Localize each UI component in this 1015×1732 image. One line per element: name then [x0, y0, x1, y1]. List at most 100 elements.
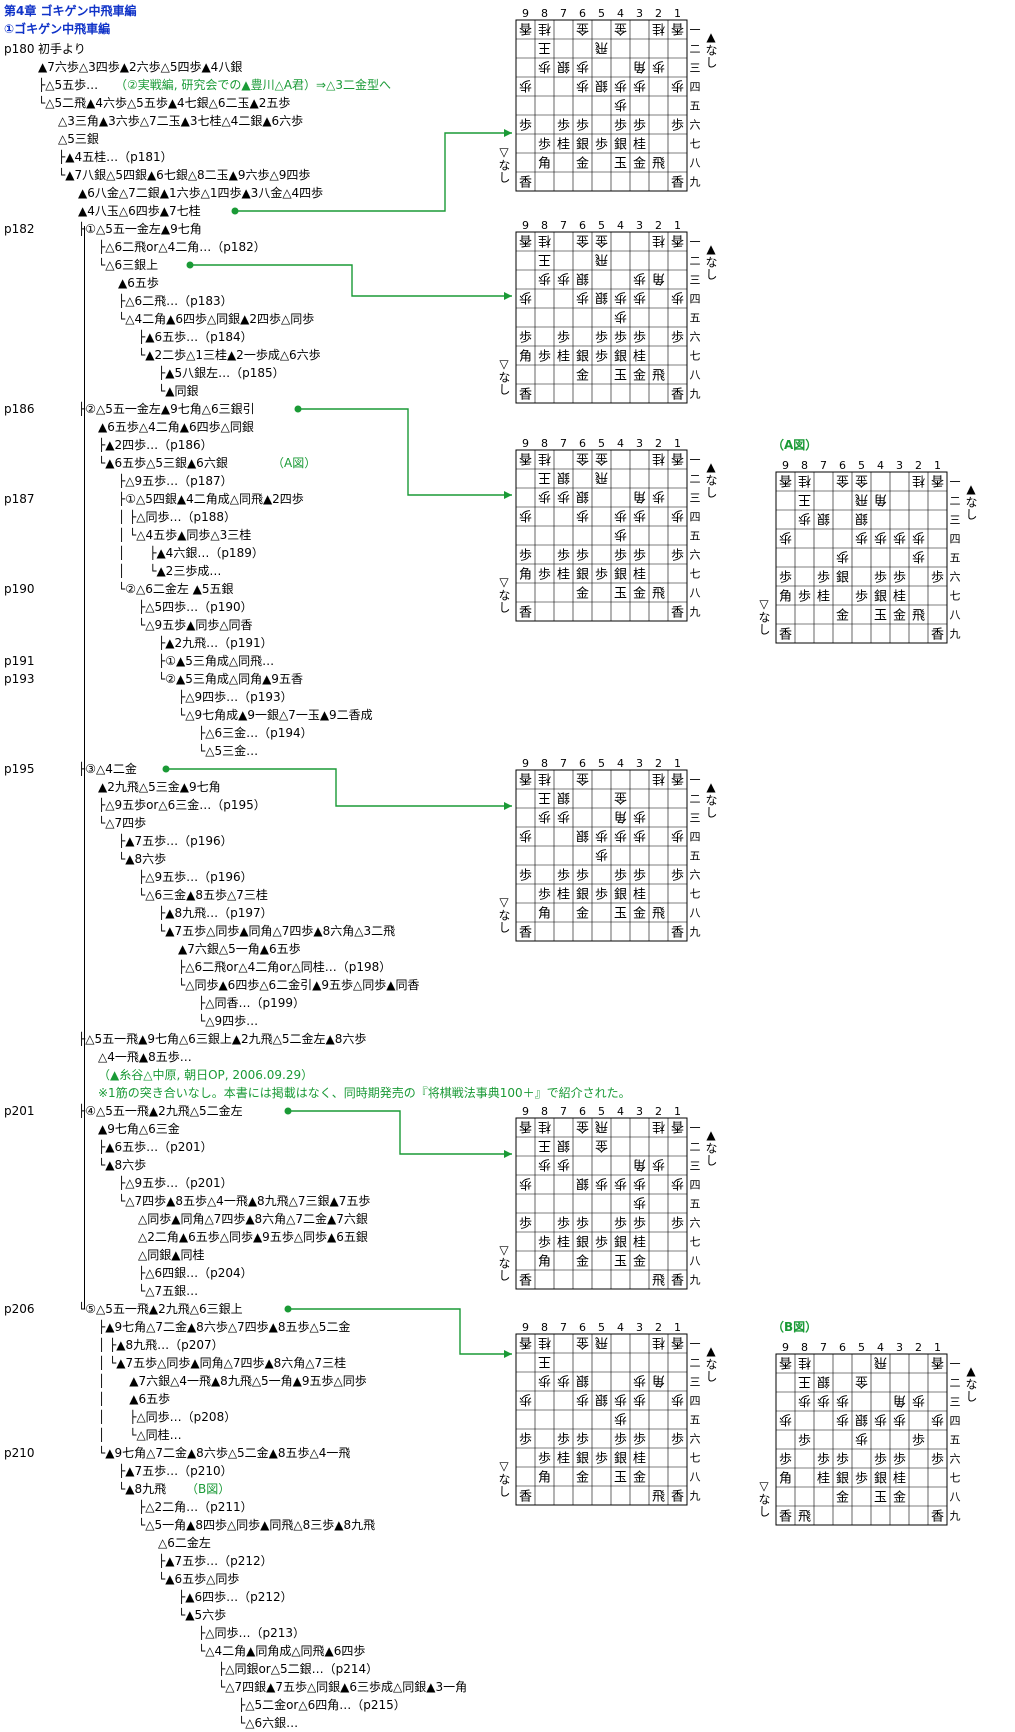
file-number: 1	[934, 1341, 941, 1354]
move-line: ├△同香…（p199）	[198, 996, 305, 1010]
rank-number: 七	[690, 568, 701, 581]
file-number: 6	[579, 1321, 586, 1334]
sente-piece: 歩	[595, 1452, 608, 1467]
rank-number: 一	[950, 1358, 961, 1371]
rank-number: 二	[690, 255, 701, 268]
sente-piece: 銀	[836, 571, 849, 586]
sente-piece: 歩	[614, 331, 627, 346]
rank-number: 五	[690, 850, 701, 863]
move-line: └▲7五歩△同歩▲同角△7四歩▲8六角△3二飛	[158, 924, 396, 938]
move-line: │ └△同桂…	[98, 1428, 182, 1442]
gote-piece: 歩	[671, 290, 684, 305]
gote-piece: 金	[576, 451, 589, 467]
gote-hand: ▽なし	[497, 895, 511, 933]
sente-piece: 角	[519, 350, 532, 365]
gote-piece: 歩	[538, 1373, 551, 1388]
rank-number: 七	[690, 138, 701, 151]
sente-piece: 銀	[614, 350, 627, 365]
gote-piece: 香	[671, 451, 684, 466]
gote-piece: 歩	[576, 1392, 589, 1407]
sente-piece: 歩	[538, 138, 551, 153]
gote-piece: 香	[779, 1355, 792, 1370]
gote-piece: 歩	[912, 1393, 925, 1408]
rank-number: 二	[690, 793, 701, 806]
rank-number: 八	[950, 1491, 961, 1504]
gote-piece: 歩	[614, 508, 627, 523]
file-number: 3	[636, 1321, 643, 1334]
gote-piece: 銀	[557, 1138, 570, 1153]
file-number: 5	[858, 459, 865, 472]
gote-piece: 歩	[893, 1412, 906, 1427]
gote-piece: 王	[538, 252, 551, 267]
move-line: ├△6四銀…（p204）	[138, 1266, 253, 1280]
sente-piece: 桂	[633, 1452, 646, 1467]
rank-number: 七	[950, 1472, 961, 1485]
move-line: ├▲7五歩…（p210）	[118, 1464, 233, 1478]
file-number: 3	[636, 1105, 643, 1118]
sente-piece: 歩	[557, 1217, 570, 1232]
sente-piece: 香	[779, 628, 792, 643]
gote-piece: 歩	[633, 290, 646, 305]
sente-piece: 歩	[614, 1217, 627, 1232]
file-number: 4	[617, 219, 624, 232]
file-number: 9	[522, 219, 529, 232]
gote-piece: 金	[576, 771, 589, 787]
gote-piece: 歩	[671, 828, 684, 843]
sente-piece: 銀	[614, 138, 627, 153]
sente-piece: 香	[931, 1510, 944, 1525]
sente-piece: 香	[671, 1274, 684, 1289]
sente-piece: 歩	[538, 888, 551, 903]
move-line: └▲5六歩	[178, 1608, 227, 1622]
rank-number: 一	[690, 1338, 701, 1351]
sente-piece: 香	[779, 1510, 792, 1525]
sente-piece: 歩	[538, 1452, 551, 1467]
gote-piece: 香	[671, 1335, 684, 1350]
move-line: ├▲4五桂…（p181）	[58, 150, 173, 164]
move-line: ▲6八金△7二銀▲1六歩△1四歩▲3八金△4四歩	[78, 186, 324, 200]
sente-piece: 歩	[595, 888, 608, 903]
gote-piece: 歩	[633, 508, 646, 523]
move-line: │ └▲2三歩成…	[118, 564, 222, 578]
file-number: 8	[541, 7, 548, 20]
rank-number: 二	[950, 495, 961, 508]
file-number: 2	[915, 1341, 922, 1354]
sente-piece: 角	[538, 157, 551, 172]
rank-number: 五	[690, 1198, 701, 1211]
gote-piece: 角	[893, 1393, 906, 1408]
file-number: 9	[522, 7, 529, 20]
gote-piece: 香	[519, 451, 532, 466]
sente-piece: 玉	[614, 907, 627, 922]
sente-piece: 飛	[798, 1510, 811, 1525]
rank-number: 五	[690, 530, 701, 543]
file-number: 1	[674, 437, 681, 450]
move-line: └△6三金▲8五歩△7三桂	[138, 888, 268, 902]
move-line: └②△6二金左 ▲5五銀	[118, 582, 234, 596]
gote-piece: 王	[538, 40, 551, 55]
file-number: 6	[579, 219, 586, 232]
file-number: 1	[674, 7, 681, 20]
move-line: ├△2二角…（p211）	[138, 1500, 253, 1514]
sente-piece: 歩	[671, 549, 684, 564]
gote-piece: 金	[576, 1119, 589, 1135]
rank-number: 四	[690, 1395, 701, 1408]
gote-piece: 角	[614, 809, 627, 824]
rank-number: 二	[690, 1357, 701, 1370]
gote-piece: 角	[652, 271, 665, 286]
sente-piece: 歩	[519, 1217, 532, 1232]
move-line: └△7五銀…	[138, 1284, 199, 1298]
gote-piece: 角	[633, 489, 646, 504]
move-line: └△7四歩▲8五歩△4一飛▲8九飛△7三銀▲7五歩	[118, 1194, 371, 1208]
rank-number: 二	[690, 473, 701, 486]
gote-piece: 王	[538, 470, 551, 485]
rank-number: 三	[690, 62, 701, 75]
gote-piece: 桂	[538, 451, 551, 466]
gote-hand: ▽なし	[497, 1459, 511, 1497]
sente-piece: 桂	[557, 888, 570, 903]
gote-hand: ▽なし	[497, 1243, 511, 1281]
rank-number: 四	[950, 533, 961, 546]
gote-piece: 歩	[557, 271, 570, 286]
move-line: ├▲7五歩…（p212）	[158, 1554, 273, 1568]
sente-piece: 桂	[893, 590, 906, 605]
gote-piece: 飛	[874, 1355, 887, 1370]
